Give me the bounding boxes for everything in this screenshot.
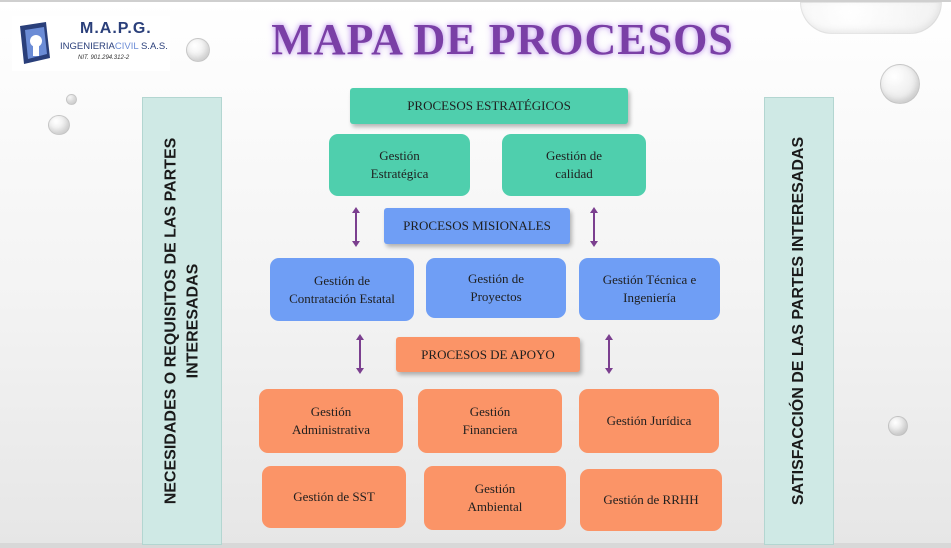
double-arrow-icon <box>356 334 364 374</box>
right-column-text: SATISFACCIÓN DE LAS PARTES INTERESADAS <box>788 137 810 505</box>
process-box-environmental: Gestión Ambiental <box>424 466 566 530</box>
top-border <box>0 0 951 2</box>
process-box-state-contracting: Gestión de Contratación Estatal <box>270 258 414 321</box>
double-arrow-icon <box>605 334 613 374</box>
logo-nit: NIT. 901.294.312-2 <box>78 55 130 61</box>
bubble-decoration <box>888 416 908 436</box>
process-box-legal: Gestión Jurídica <box>579 389 719 453</box>
double-arrow-icon <box>352 207 360 247</box>
bottom-border <box>0 543 951 548</box>
left-requirements-column: NECESIDADES O REQUISITOS DE LAS PARTES I… <box>142 97 222 545</box>
logo-emblem-icon <box>20 22 50 64</box>
support-processes-header: PROCESOS DE APOYO <box>396 337 580 372</box>
bubble-decoration <box>48 115 70 135</box>
logo-sub-highlight: CIVIL <box>114 41 139 52</box>
right-satisfaction-column: SATISFACCIÓN DE LAS PARTES INTERESADAS <box>764 97 834 545</box>
logo-name: M.A.P.G. <box>80 20 152 37</box>
bubble-decoration <box>186 38 210 62</box>
missional-processes-header: PROCESOS MISIONALES <box>384 208 570 244</box>
left-column-line2: INTERESADAS <box>184 263 201 379</box>
process-box-administrative: Gestión Administrativa <box>259 389 403 453</box>
logo-sub-prefix: INGENIERIA <box>60 41 115 52</box>
process-box-projects: Gestión de Proyectos <box>426 258 566 318</box>
logo-sub-suffix: S.A.S. <box>138 41 168 52</box>
process-box-technical-engineering: Gestión Técnica e Ingeniería <box>579 258 720 320</box>
bubble-decoration <box>880 64 920 104</box>
process-box-financial: Gestión Financiera <box>418 389 562 453</box>
strategic-processes-header: PROCESOS ESTRATÉGICOS <box>350 88 628 124</box>
right-column-line1: SATISFACCIÓN DE LAS PARTES INTERESADAS <box>790 136 808 506</box>
company-logo: M.A.P.G. INGENIERIACIVIL S.A.S. NIT. 901… <box>12 16 170 71</box>
page-title: MAPA DE PROCESOS <box>271 15 734 64</box>
double-arrow-icon <box>590 207 598 247</box>
process-box-strategic: Gestión Estratégica <box>329 134 470 196</box>
bubble-decoration <box>800 2 942 34</box>
bubble-decoration <box>66 94 77 105</box>
left-column-text: NECESIDADES O REQUISITOS DE LAS PARTES I… <box>160 138 203 505</box>
process-box-quality: Gestión de calidad <box>502 134 646 196</box>
logo-subtitle: INGENIERIACIVIL S.A.S. <box>60 41 168 52</box>
left-column-line1: NECESIDADES O REQUISITOS DE LAS PARTES <box>162 137 180 505</box>
process-box-sst: Gestión de SST <box>262 466 406 528</box>
process-box-hr: Gestión de RRHH <box>580 469 722 531</box>
